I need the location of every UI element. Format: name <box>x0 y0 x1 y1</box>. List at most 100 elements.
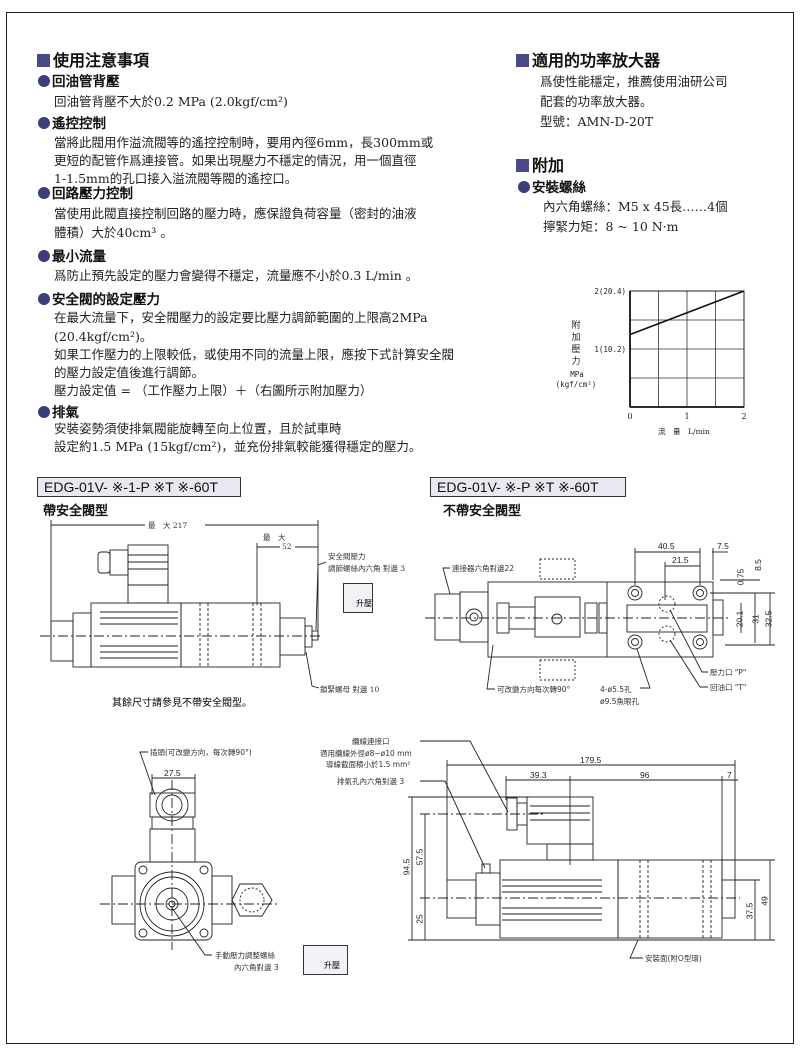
chart-ylabel-unit: MPa <box>570 370 584 379</box>
connector-hex-label: 連接器六角對邊22 <box>452 564 515 573</box>
y-tick-label: 2(20.4) <box>594 287 626 296</box>
manual-adjust-label-2: 內六角對邊 3 <box>234 963 279 972</box>
ylabel-char: 力 <box>571 357 581 367</box>
accessory-title: 附加 <box>516 152 564 176</box>
dim-96: 96 <box>640 770 650 780</box>
accessory-line: 擰緊力矩：8 ~ 10 N·m <box>543 219 679 234</box>
chart-xlabel: 流 量 L/min <box>658 427 710 436</box>
port-t-label: 回油口 "T" <box>710 683 747 692</box>
section-line: 1-1.5mm的孔口接入溢流閥等閥的遙控口。 <box>54 171 298 186</box>
ylabel-char: 加 <box>571 333 581 343</box>
relief-label-2: 調節螺絲內六角 對邊 3 <box>328 564 406 573</box>
accessory-heading-text: 安裝螺絲 <box>532 180 586 196</box>
bullet-icon <box>38 250 50 262</box>
amplifier-title-text: 適用的功率放大器 <box>532 51 661 70</box>
x-tick-label: 1 <box>684 412 689 421</box>
section-line: 當將此閥用作溢流閥等的遙控控制時，要用內徑6mm，長300mm或 <box>54 135 434 150</box>
subtitle-without-relief: 不帶安全閥型 <box>443 504 522 519</box>
dim-49: 49 <box>759 896 770 906</box>
section-heading: 安全閥的設定壓力 <box>38 288 160 308</box>
dim-0-75: 0.75 <box>735 568 746 586</box>
dim-94-5: 94.5 <box>401 858 412 876</box>
amplifier-line: 配套的功率放大器。 <box>540 94 653 109</box>
model-code-without-relief: EDG-01V- ※-P ※T ※-60T <box>430 477 626 497</box>
x-tick-label: 2 <box>741 412 746 421</box>
y-tick-label: 1(10.2) <box>594 345 626 354</box>
chart-ylabel-cn: 附 加 壓 力 <box>569 320 583 368</box>
drawing-side-view <box>408 740 775 959</box>
dim-7: 7 <box>727 770 732 780</box>
section-heading-text: 回路壓力控制 <box>52 186 133 202</box>
drawing-without-relief-top-view <box>425 548 775 690</box>
amplifier-model: 型號：AMN-D-20T <box>540 114 654 129</box>
section-heading: 回油管背壓 <box>38 70 120 90</box>
dim-40-5: 40.5 <box>658 541 675 551</box>
rotate-90-label: 可改變方向每次轉90° <box>497 685 571 694</box>
section-line: 如果工作壓力的上限較低，或使用不同的流量上限，應按下式計算安全閥 <box>54 347 455 362</box>
plug-label: 插頭(可改變方向，每次轉90°) <box>150 748 252 757</box>
dim-32-5: 32.5 <box>763 610 774 628</box>
holes-label-2: ø9.5魚眼孔 <box>600 697 640 706</box>
section-line: 壓力設定值 = （工作壓力上限）＋（右圖所示附加壓力） <box>54 383 373 398</box>
section-heading-text: 排氣 <box>52 405 79 421</box>
drawing-with-relief-side-view <box>40 520 370 689</box>
section-heading: 回路壓力控制 <box>38 182 133 202</box>
dim-57-5: 57.5 <box>414 848 425 866</box>
model-code-with-relief: EDG-01V- ※-1-P ※T ※-60T <box>37 477 241 497</box>
dim-max-217: 最 大 217 <box>148 521 188 530</box>
drawing-end-view <box>100 751 338 968</box>
section-line: 更短的配管作爲連接管。如果出現壓力不穩定的情況，用一個直徑 <box>54 153 417 168</box>
mount-surface-label: 安裝面(附O型環) <box>645 954 702 963</box>
section-line: 在最大流量下，安全閥壓力的設定要比壓力調節範圍的上限高2MPa <box>54 310 428 325</box>
ylabel-char: 壓 <box>571 345 581 355</box>
dim-52: 52 <box>282 542 292 551</box>
section-line: 的壓力設定值後進行調節。 <box>54 365 205 380</box>
dim-21-5: 21.5 <box>672 555 689 565</box>
rotate-direction-box: 升壓 <box>303 945 348 975</box>
dim-25: 25 <box>414 914 425 924</box>
dim-7-5: 7.5 <box>717 541 729 551</box>
bullet-icon <box>38 406 50 418</box>
locknut-label: 鎖緊螺母 對邊 10 <box>320 685 380 694</box>
vent-label: 排氣孔內六角對邊 3 <box>337 777 405 786</box>
rotate-label: 升壓 <box>324 961 340 970</box>
section-heading: 遙控控制 <box>38 112 106 132</box>
rotate-direction-box: 升壓 <box>343 583 373 613</box>
section-line: 當使用此閥直接控制回路的壓力時，應保證負荷容量（密封的油液 <box>54 206 417 221</box>
bullet-icon <box>38 187 50 199</box>
accessory-heading: 安裝螺絲 <box>518 176 586 196</box>
section-line: 安裝姿勢須使排氣閥能旋轉至向上位置，且於試車時 <box>54 421 342 436</box>
section-line: (20.4kgf/cm²)。 <box>54 329 153 344</box>
bullet-icon <box>38 117 50 129</box>
wire-section-label: 導線截面積小於1.5 mm² <box>326 760 411 769</box>
section-heading: 排氣 <box>38 401 79 421</box>
section-heading: 最小流量 <box>38 245 106 265</box>
square-bullet-icon <box>37 54 50 67</box>
holes-label-1: 4-ø5.5孔 <box>600 685 632 694</box>
amplifier-line: 爲使性能穩定，推薦使用油研公司 <box>540 74 728 89</box>
square-bullet-icon <box>516 54 529 67</box>
dim-27-5: 27.5 <box>164 768 181 778</box>
port-p-label: 壓力口 "P" <box>710 668 747 677</box>
dim-179-5: 179.5 <box>580 755 602 765</box>
square-bullet-icon <box>516 159 529 172</box>
bullet-icon <box>38 75 50 87</box>
rotate-label: 升壓 <box>356 599 372 608</box>
other-dims-note: 其餘尺寸請參見不帶安全閥型。 <box>112 698 252 709</box>
section-line: 爲防止預先設定的壓力會變得不穩定，流量應不小於0.3 L/min 。 <box>54 268 419 283</box>
bullet-icon <box>38 293 50 305</box>
dim-31: 31 <box>750 614 761 624</box>
subtitle-with-relief: 帶安全閥型 <box>43 504 109 519</box>
dim-39-3: 39.3 <box>530 770 547 780</box>
section-heading-text: 安全閥的設定壓力 <box>52 292 160 308</box>
dim-37-5: 37.5 <box>744 902 755 920</box>
accessory-title-text: 附加 <box>532 156 565 175</box>
chart-ylabel-unit2: (kgf/cm²) <box>555 380 597 389</box>
section-line: 設定約1.5 MPa (15kgf/cm²)，並充份排氣較能獲得穩定的壓力。 <box>54 439 422 454</box>
notes-title: 使用注意事項 <box>37 47 149 71</box>
dim-20-1: 20.1 <box>734 610 745 628</box>
manual-adjust-label-1: 手動壓力調整螺絲 <box>215 951 275 960</box>
